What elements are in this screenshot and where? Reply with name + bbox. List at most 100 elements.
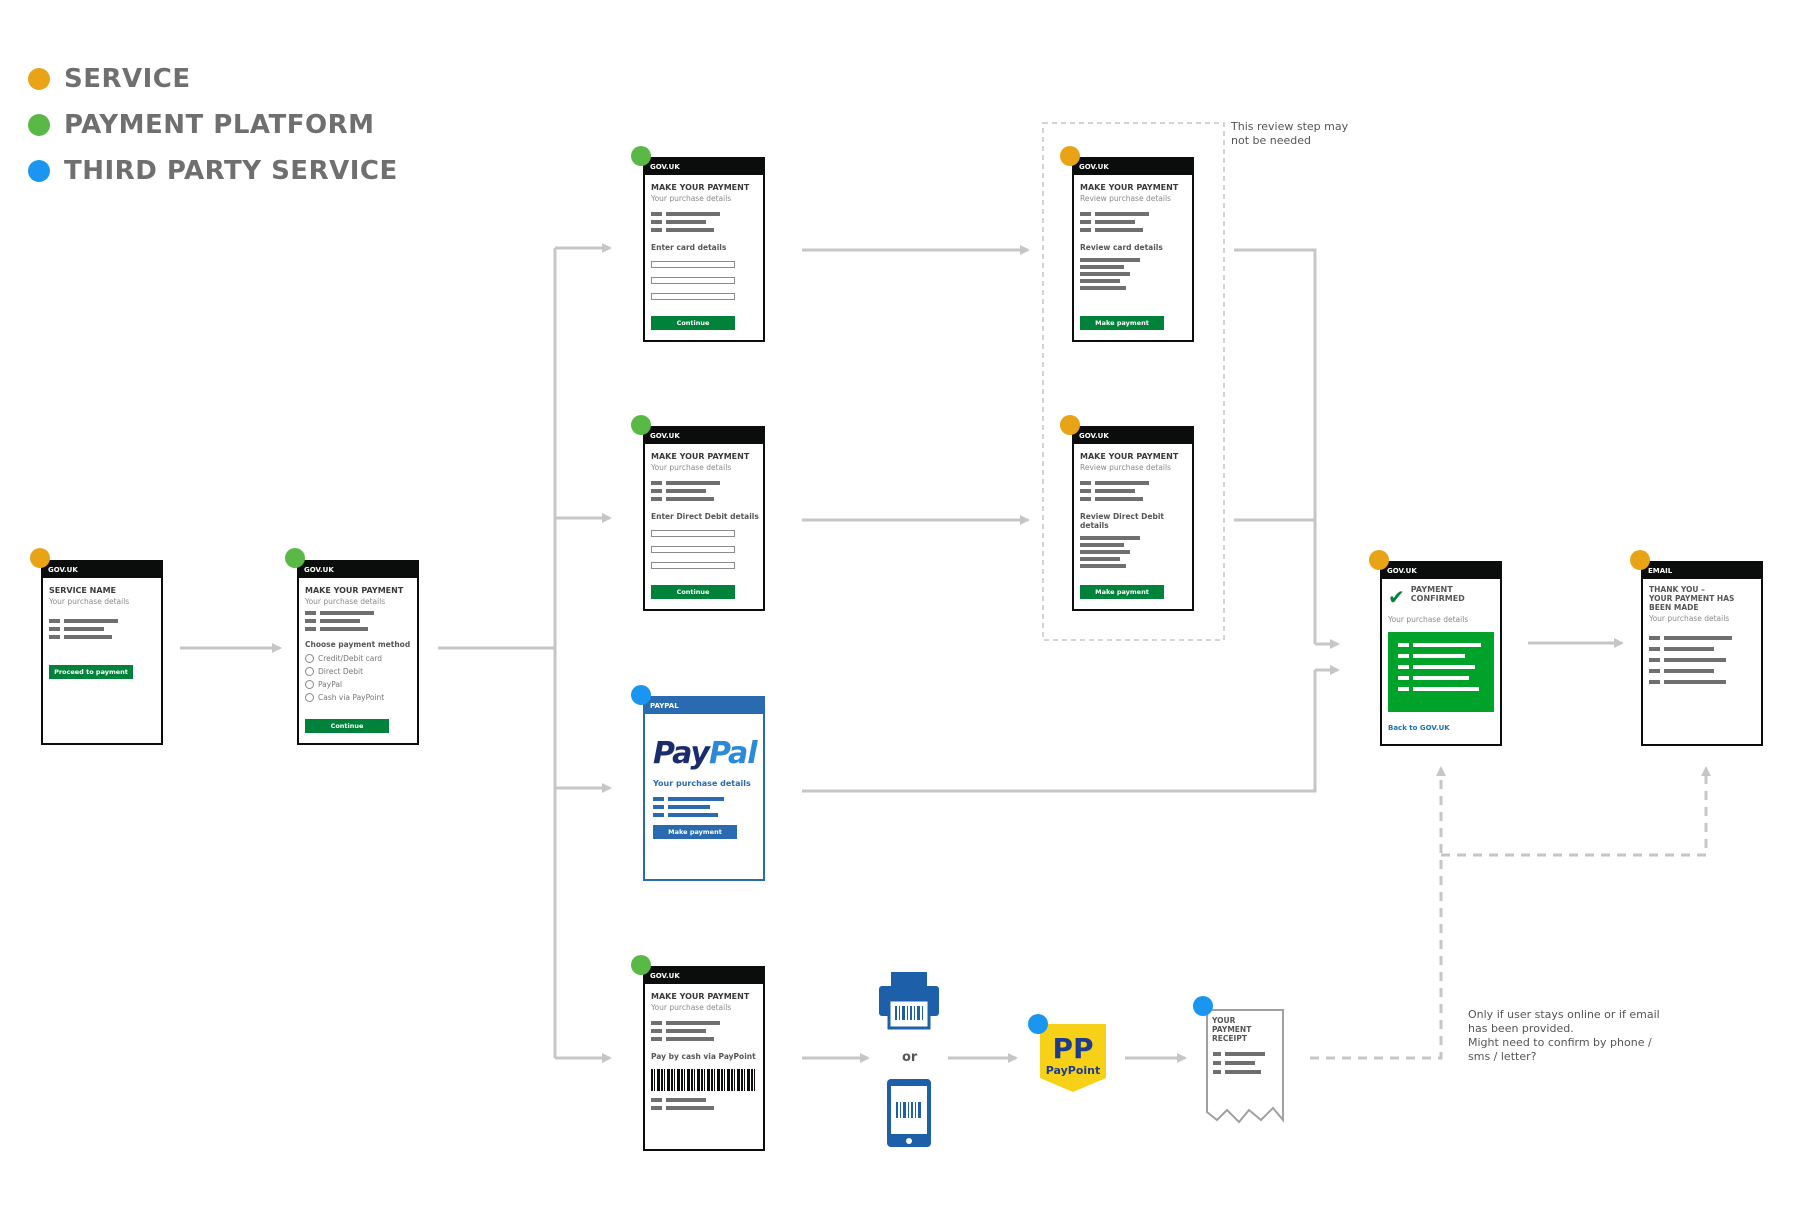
receipt-title: YOUR PAYMENT RECEIPT <box>1212 1016 1251 1043</box>
screen-label: Enter card details <box>651 243 727 252</box>
payment-confirmed-screen: GOV.UK ✔ PAYMENT CONFIRMED Your purchase… <box>1380 561 1502 746</box>
email-screen: EMAIL THANK YOU – YOUR PAYMENT HAS BEEN … <box>1641 561 1763 746</box>
screen-header: GOV.UK <box>1382 563 1500 579</box>
make-payment-button[interactable]: Make payment <box>1080 316 1164 330</box>
screen-title: MAKE YOUR PAYMENT <box>651 452 750 461</box>
screen-title: MAKE YOUR PAYMENT <box>1080 183 1179 192</box>
line-paypal-to-confirmed <box>802 670 1317 793</box>
optional-review-box <box>1042 122 1225 641</box>
screen-label: Pay by cash via PayPoint <box>651 1052 756 1061</box>
screen-subtitle: Review purchase details <box>1080 463 1171 472</box>
screen-header: GOV.UK <box>645 428 763 444</box>
mobile-phone-icon <box>887 1079 931 1147</box>
legend-label: PAYMENT PLATFORM <box>64 110 375 140</box>
option-paypoint[interactable]: Cash via PayPoint <box>305 691 417 703</box>
screen-subtitle: Review purchase details <box>1080 194 1171 203</box>
option-card[interactable]: Credit/Debit card <box>305 652 417 664</box>
dashed-to-email <box>1441 766 1711 857</box>
radio-icon[interactable] <box>305 692 314 702</box>
detail-lines <box>651 211 763 233</box>
screen-label: Choose payment method <box>305 640 411 649</box>
checkmark-icon: ✔ <box>1388 585 1405 609</box>
make-payment-button[interactable]: Make payment <box>653 825 737 839</box>
option-label: PayPal <box>318 679 343 689</box>
back-to-govuk-link[interactable]: Back to GOV.UK <box>1388 724 1450 732</box>
confirmed-title-line: PAYMENT <box>1410 585 1453 594</box>
screen-subtitle: Your purchase details <box>651 1003 732 1012</box>
option-direct-debit[interactable]: Direct Debit <box>305 665 417 677</box>
email-title: THANK YOU – YOUR PAYMENT HAS BEEN MADE <box>1649 585 1761 612</box>
receipt-line: YOUR <box>1212 1016 1236 1025</box>
radio-icon[interactable] <box>305 666 314 676</box>
screen-label: Review card details <box>1080 243 1163 252</box>
detail-lines <box>1080 211 1192 233</box>
option-label: Credit/Debit card <box>318 653 383 663</box>
cash-paypoint-screen: GOV.UK MAKE YOUR PAYMENT Your purchase d… <box>643 966 765 1151</box>
screen-header: GOV.UK <box>299 562 417 578</box>
radio-icon[interactable] <box>305 653 314 663</box>
email-title-line: THANK YOU – <box>1649 585 1705 594</box>
detail-lines <box>651 1097 763 1111</box>
screen-title: MAKE YOUR PAYMENT <box>1080 452 1179 461</box>
continue-button[interactable]: Continue <box>651 585 735 599</box>
paypal-logo: PayPal <box>653 736 763 771</box>
platform-dot-icon <box>285 548 305 568</box>
screen-label: Enter Direct Debit details <box>651 512 759 521</box>
option-label: Cash via PayPoint <box>318 692 385 702</box>
paypoint-logo-icon: PP PayPoint <box>1040 1024 1106 1092</box>
make-payment-button[interactable]: Make payment <box>1080 585 1164 599</box>
review-lines <box>1080 536 1192 568</box>
account-number-field[interactable] <box>651 562 735 569</box>
paypal-logo-b: Pal <box>708 736 758 771</box>
service-dot-icon <box>1060 146 1080 166</box>
choose-method-screen: GOV.UK MAKE YOUR PAYMENT Your purchase d… <box>297 560 419 745</box>
third-party-dot-icon <box>1028 1014 1048 1034</box>
line-review-dd-merge <box>1234 518 1317 644</box>
line-review-card-merge <box>1234 248 1317 644</box>
screen-subtitle: Your purchase details <box>305 597 386 606</box>
service-dot-icon <box>1630 550 1650 570</box>
paypoint-name: PayPoint <box>1046 1064 1101 1077</box>
printer-icon <box>879 972 939 1030</box>
service-dot-icon <box>1060 415 1080 435</box>
receipt-line: RECEIPT <box>1212 1034 1247 1043</box>
service-dot-icon <box>28 68 50 90</box>
screen-subtitle: Your purchase details <box>49 597 130 606</box>
account-name-field[interactable] <box>651 530 735 537</box>
platform-dot-icon <box>631 146 651 166</box>
screen-header: GOV.UK <box>645 968 763 984</box>
detail-lines <box>49 618 161 640</box>
screen-header: GOV.UK <box>43 562 161 578</box>
paypal-screen: PAYPAL PayPal Your purchase details Make… <box>643 696 765 881</box>
email-title-line: YOUR PAYMENT HAS <box>1649 594 1735 603</box>
receipt-icon <box>1206 1009 1284 1124</box>
continue-button[interactable]: Continue <box>305 719 389 733</box>
sort-code-field[interactable] <box>651 546 735 553</box>
legend-payment-platform: PAYMENT PLATFORM <box>28 102 398 148</box>
legend-label: THIRD PARTY SERVICE <box>64 156 398 186</box>
card-expiry-field[interactable] <box>651 277 735 284</box>
detail-lines <box>1649 635 1761 685</box>
screen-title: MAKE YOUR PAYMENT <box>651 992 750 1001</box>
screen-title: SERVICE NAME <box>49 586 116 595</box>
continue-button[interactable]: Continue <box>651 316 735 330</box>
radio-icon[interactable] <box>305 679 314 689</box>
paypoint-logo-text: PP <box>1052 1032 1093 1065</box>
review-dd-screen: GOV.UK MAKE YOUR PAYMENT Review purchase… <box>1072 426 1194 611</box>
screen-title: MAKE YOUR PAYMENT <box>651 183 750 192</box>
card-cvc-field[interactable] <box>651 293 735 300</box>
detail-lines <box>1080 480 1192 502</box>
confirmed-title: ✔ PAYMENT CONFIRMED <box>1388 585 1500 609</box>
screen-label: Review Direct Debit details <box>1080 512 1165 530</box>
platform-dot-icon <box>28 114 50 136</box>
third-party-dot-icon <box>631 685 651 705</box>
detail-lines <box>651 1020 763 1042</box>
proceed-to-payment-button[interactable]: Proceed to payment <box>49 665 133 679</box>
option-paypal[interactable]: PayPal <box>305 678 417 690</box>
screen-subtitle: Your purchase details <box>653 779 751 788</box>
purchase-summary-box <box>1388 632 1494 712</box>
card-number-field[interactable] <box>651 261 735 268</box>
legend-label: SERVICE <box>64 64 191 94</box>
barcode-icon <box>651 1069 757 1091</box>
